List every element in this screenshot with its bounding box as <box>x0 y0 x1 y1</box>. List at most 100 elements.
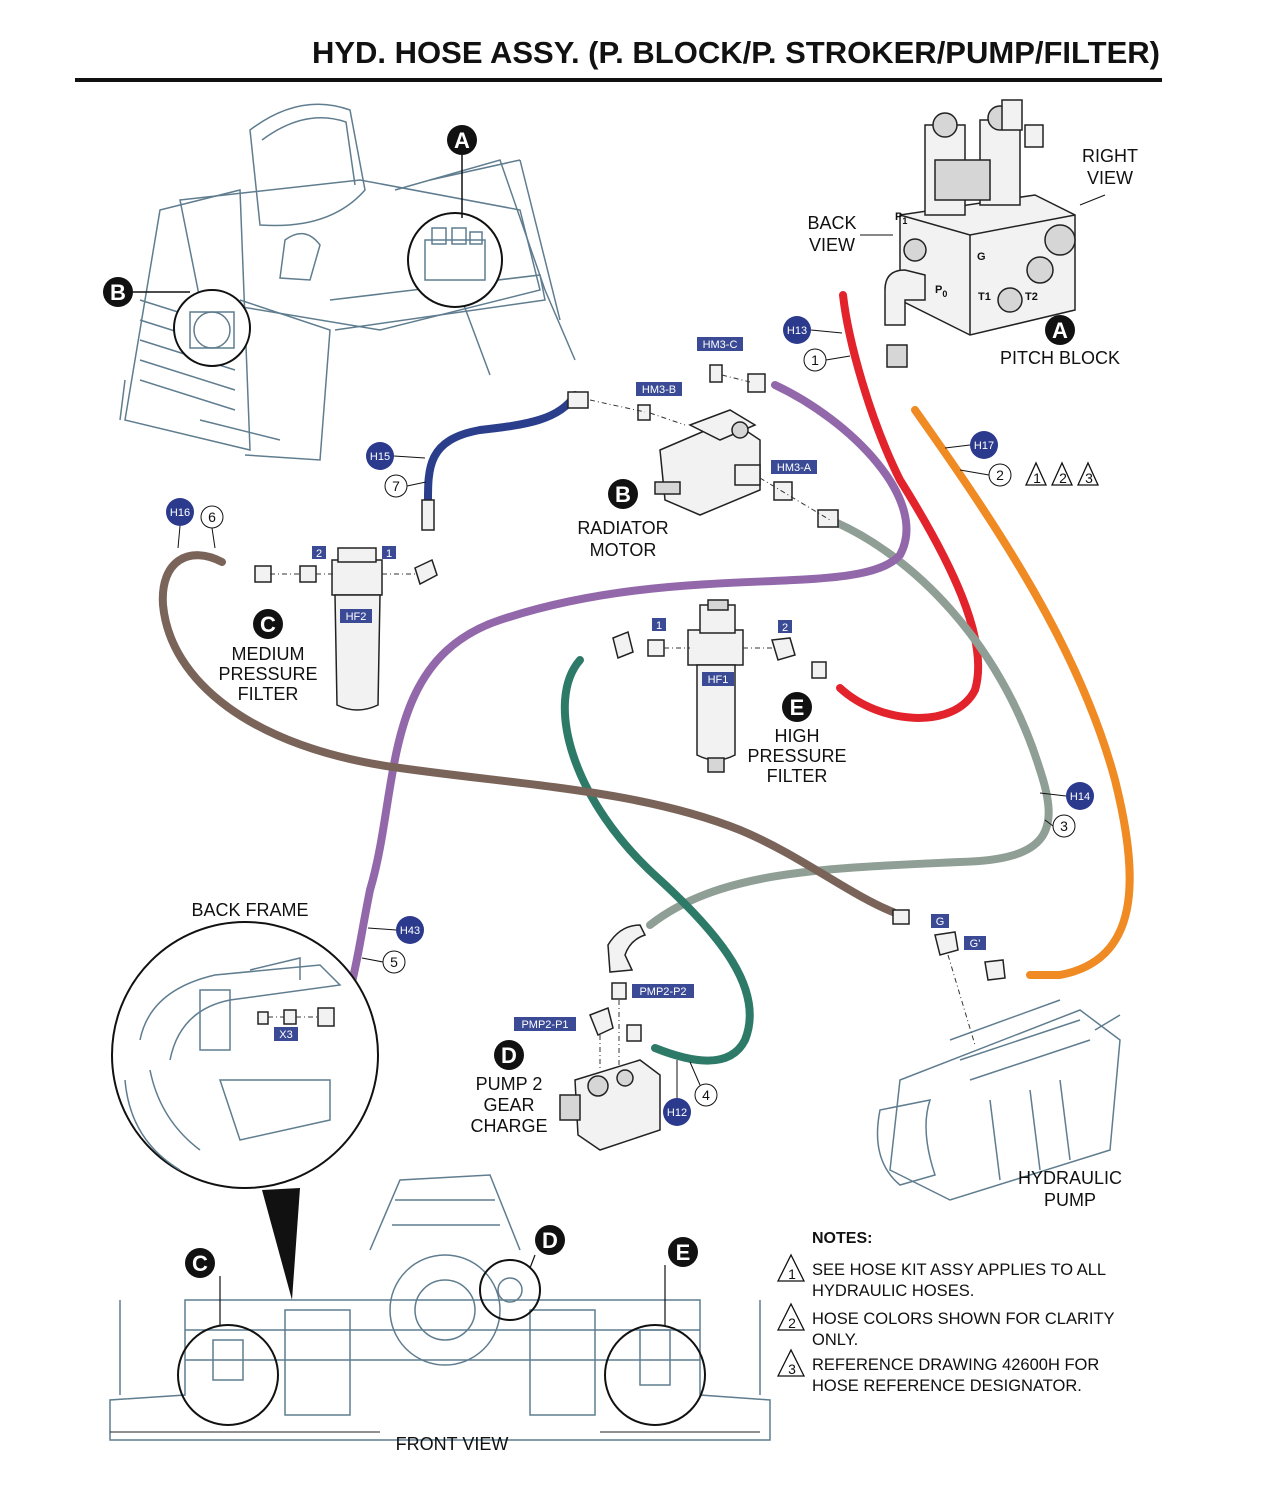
pump2-illustration <box>559 924 661 1151</box>
hydraulic-pump-illustration <box>876 909 1121 1201</box>
tag-pmp2-p1: PMP2-P1 <box>521 1019 568 1031</box>
detail-circle-b <box>173 289 251 367</box>
svg-text:2: 2 <box>1059 470 1067 486</box>
back-view-label: BACK <box>807 213 856 233</box>
hose-7-number: 7 <box>384 474 427 498</box>
notes-heading: NOTES: <box>812 1230 872 1247</box>
pump2-label-1: PUMP 2 <box>476 1074 543 1094</box>
tag-hm3-b: HM3-B <box>642 384 676 396</box>
tag-hf2-port1-bg <box>382 546 396 559</box>
high-filter-label-2: PRESSURE <box>747 746 846 766</box>
callout-d: D <box>494 1040 524 1070</box>
medium-filter-label-3: FILTER <box>238 684 299 704</box>
callout-e: E <box>782 692 812 722</box>
note-2-triangle <box>776 1302 806 1331</box>
hose-h13-badge: H13 <box>783 316 843 344</box>
hose-3-number: 3 <box>1044 814 1076 838</box>
tag-hf2-port2-bg <box>312 546 326 559</box>
hose-h14 <box>646 518 1053 929</box>
svg-text:E: E <box>676 1240 691 1265</box>
hydraulic-pump-label-1: HYDRAULIC <box>1018 1168 1122 1188</box>
front-detail-circle-e <box>604 1265 706 1426</box>
tag-hf1-port1-bg <box>652 618 666 631</box>
hose-h14-badge: H14 <box>1039 782 1094 810</box>
port-t2: T2 <box>1025 291 1038 303</box>
tag-pump-g-prime: G' <box>970 938 981 950</box>
port-p1: P1 <box>895 211 907 226</box>
svg-text:B: B <box>110 280 126 305</box>
radiator-motor-label-2: MOTOR <box>590 540 657 560</box>
tag-hm3-b-bg <box>636 382 682 396</box>
tag-pmp2-p2-bg <box>632 984 694 998</box>
svg-text:E: E <box>790 695 805 720</box>
notes-block: NOTES: 1 SEE HOSE KIT ASSY APPLIES TO AL… <box>776 1230 1115 1395</box>
medium-filter-label-2: PRESSURE <box>218 664 317 684</box>
tag-hf1: HF1 <box>708 674 729 686</box>
high-filter-label-3: FILTER <box>767 766 828 786</box>
front-view-label: FRONT VIEW <box>396 1434 509 1454</box>
note-3-line-2: HOSE REFERENCE DESIGNATOR. <box>812 1377 1082 1395</box>
front-detail-circle-c <box>177 1276 279 1426</box>
note-3-triangle <box>776 1348 806 1377</box>
tag-hf1-port1: 1 <box>656 620 662 632</box>
hose-h15 <box>423 391 579 514</box>
back-frame-label: BACK FRAME <box>191 900 308 920</box>
tag-hm3-a-bg <box>771 460 817 474</box>
tag-hf2-port1: 1 <box>386 548 392 560</box>
tag-hm3-a: HM3-A <box>777 462 812 474</box>
tag-x3: X3 <box>279 1029 292 1041</box>
note-1-number: 1 <box>788 1266 796 1282</box>
svg-text:7: 7 <box>392 478 400 494</box>
hose-h43 <box>346 381 911 994</box>
svg-text:B: B <box>615 482 631 507</box>
note-2-line-1: HOSE COLORS SHOWN FOR CLARITY <box>812 1310 1115 1328</box>
port-t1: T1 <box>978 291 991 303</box>
hose-h12 <box>560 656 754 1065</box>
high-pressure-filter-illustration <box>612 599 827 773</box>
svg-text:D: D <box>542 1228 558 1253</box>
tag-pump-g-bg <box>931 914 949 928</box>
tag-hm3-c-bg <box>697 337 743 351</box>
svg-text:1: 1 <box>811 352 819 368</box>
svg-text:H43: H43 <box>400 925 420 937</box>
svg-text:3: 3 <box>1060 818 1068 834</box>
back-frame-detail <box>111 921 379 1189</box>
back-view-label-2: VIEW <box>809 235 855 255</box>
svg-text:H14: H14 <box>1070 791 1090 803</box>
tag-pmp2-p2: PMP2-P2 <box>639 986 686 998</box>
pitch-block-label: PITCH BLOCK <box>1000 348 1120 368</box>
svg-text:4: 4 <box>702 1087 710 1103</box>
callout-b: B <box>608 479 638 509</box>
note-ref-triangles: 1 2 3 <box>1024 461 1100 486</box>
note-1-line-1: SEE HOSE KIT ASSY APPLIES TO ALL <box>812 1261 1106 1279</box>
tag-pump-g-prime-bg <box>964 936 986 950</box>
hose-h17-badge: H17 <box>944 431 998 459</box>
medium-pressure-filter-illustration <box>254 499 438 711</box>
note-3-line-1: REFERENCE DRAWING 42600H FOR <box>812 1356 1099 1374</box>
callout-c: C <box>253 609 283 639</box>
tag-hf2: HF2 <box>346 611 367 623</box>
high-filter-label-1: HIGH <box>775 726 820 746</box>
svg-text:H13: H13 <box>787 325 807 337</box>
note-2-number: 2 <box>788 1315 796 1331</box>
svg-text:1: 1 <box>1033 470 1041 486</box>
svg-text:H17: H17 <box>974 440 994 452</box>
tag-hf2-port2: 2 <box>316 548 322 560</box>
note-1-line-2: HYDRAULIC HOSES. <box>812 1282 974 1300</box>
svg-text:5: 5 <box>390 954 398 970</box>
hydraulic-pump-label-2: PUMP <box>1044 1190 1096 1210</box>
tag-pump-g: G <box>936 916 945 928</box>
svg-text:H15: H15 <box>370 451 390 463</box>
hose-5-number: 5 <box>361 950 406 974</box>
callout-c-front: C <box>185 1248 215 1278</box>
callout-a-top: A <box>447 125 477 155</box>
radiator-motor-label-1: RADIATOR <box>577 518 668 538</box>
tag-pmp2-p1-bg <box>514 1017 576 1031</box>
pump2-label-2: GEAR <box>483 1095 534 1115</box>
hose-h16-badge: H16 <box>166 498 194 549</box>
tag-hf2-bg <box>340 609 372 623</box>
note-2-line-2: ONLY. <box>812 1331 858 1349</box>
hose-h17 <box>911 406 1134 979</box>
hoses <box>158 291 1134 1065</box>
tag-hf1-port2-bg <box>778 620 792 633</box>
